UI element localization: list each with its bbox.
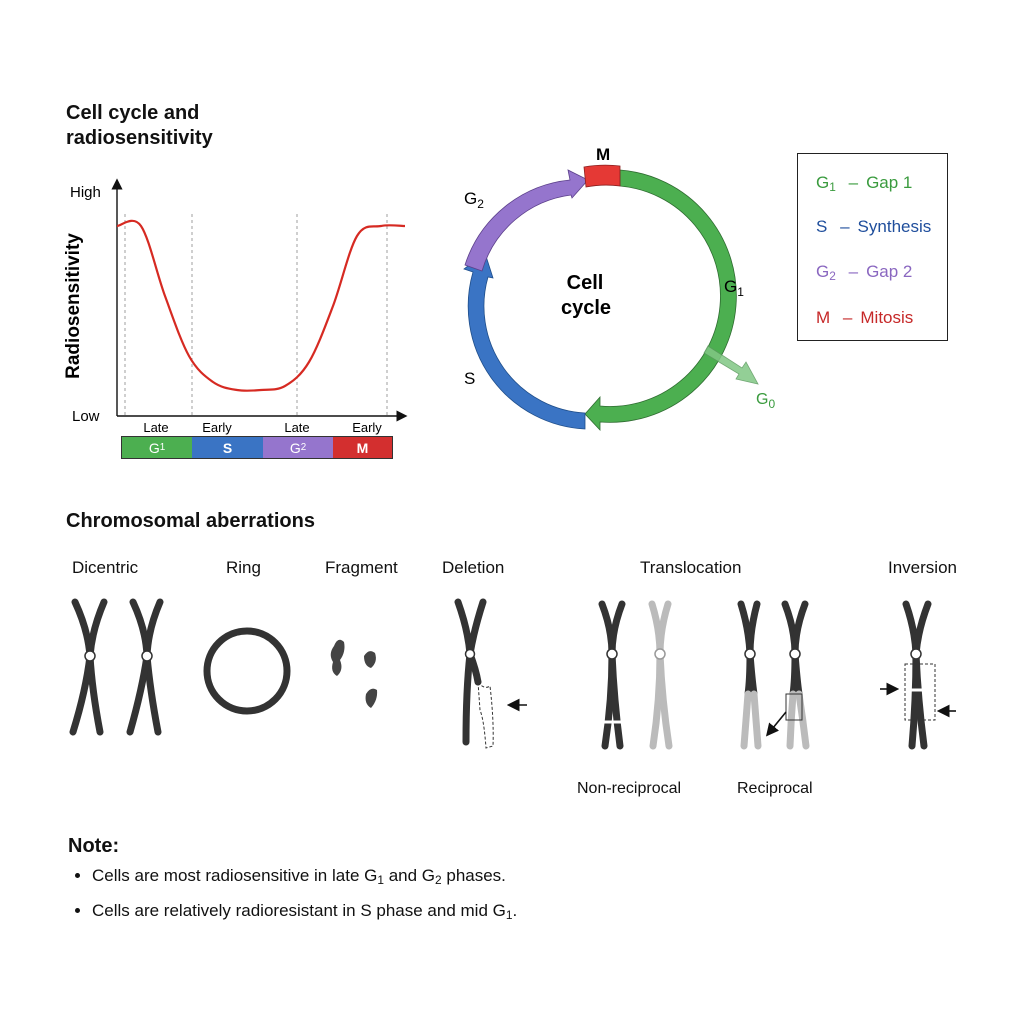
cycle-label-g2: G2 [464,189,484,211]
legend-item-s: S –Synthesis [816,217,931,237]
translocation-reciprocal [737,600,810,750]
radiosensitivity-title: Cell cycle and radiosensitivity [66,102,213,149]
cycle-center-line2: cycle [561,297,611,319]
g0-arrow [703,345,759,385]
aberrations-title: Chromosomal aberrations [66,510,315,532]
legend-subscript: 2 [829,269,836,283]
cycle-label-m: M [596,145,610,164]
legend-text: Gap 2 [866,262,913,281]
legend-symbol: S [816,217,828,236]
note-item: Cells are relatively radioresistant in S… [92,901,517,922]
translocation-exchange-box [785,693,803,721]
translocation-arrow [765,711,787,737]
legend-symbol: G [816,173,830,192]
legend-text: Gap 1 [866,173,913,192]
dicentric-chromosomes [69,598,164,736]
note-list: Cells are most radiosensitive in late G1… [70,866,517,936]
label-inversion: Inversion [888,558,957,577]
deletion-centromere [464,648,476,660]
translocation-centromere [606,648,618,660]
legend-subscript: 1 [829,180,836,194]
x-tick-early-s: Early [202,420,232,435]
y-high-label: High [70,184,101,201]
legend-dash: – [842,308,853,327]
legend-dash: – [848,173,859,192]
legend-dash: – [848,262,859,281]
legend-item-m: M –Mitosis [816,308,913,328]
g2-arc [464,169,589,272]
phase-bar-g2-label: G [289,439,301,456]
aberrations-drawings [69,598,956,750]
legend-symbol: G [816,262,830,281]
note-subscript: 1 [377,873,384,887]
y-axis-label: Radiosensitivity [63,233,84,379]
g1-arc [584,169,737,432]
phase-bar-m-label: M [356,439,369,456]
note-title: Note: [68,835,120,857]
phase-bar-m: M [333,437,392,458]
label-dicentric: Dicentric [72,558,139,577]
label-reciprocal: Reciprocal [737,780,813,797]
x-tick-early-m: Early [352,420,382,435]
translocation-nonreciprocal [596,600,673,750]
m-arc [583,164,621,188]
phase-legend: G1 –Gap 1 S –Synthesis G2 –Gap 2 M –Mito… [797,153,948,341]
label-ring: Ring [226,558,261,577]
cycle-label-g0: G0 [756,391,775,411]
translocation-centromere [744,648,756,660]
label-deletion: Deletion [442,558,505,577]
deleted-segment [477,680,494,749]
cycle-center-line1: Cell [567,272,604,294]
dicentric-centromere [141,650,153,662]
legend-symbol: M [816,308,831,327]
translocation-centromere [654,648,666,660]
note-text: and G [383,866,436,885]
note-text: Cells are most radiosensitive in late G [92,866,378,885]
x-tick-late-g2: Late [284,420,309,435]
label-fragment: Fragment [325,558,398,577]
ring-chromosome [203,627,291,715]
inversion-chromosome [902,600,932,750]
radiosensitivity-chart: High Low Radiosensitivity Late Early Lat… [63,178,408,435]
phase-bar-g1-sub: 1 [159,442,166,453]
inversion-centromere [910,648,922,660]
label-non-reciprocal: Non-reciprocal [577,780,682,797]
phase-bar-g2-sub: 2 [300,442,307,453]
note-text: phases. [441,866,506,885]
phase-bar-s-label: S [222,439,233,456]
cycle-label-s: S [464,369,475,388]
inversion-segment-box [904,663,936,721]
phase-bar-g1-label: G [148,439,160,456]
phase-bar-s: S [192,437,263,458]
note-subscript: 1 [505,908,513,922]
dicentric-centromere [84,650,96,662]
cell-cycle-diagram: Cell cycle M G2 G1 S G0 [463,145,775,432]
note-item: Cells are most radiosensitive in late G1… [92,866,517,887]
y-low-label: Low [72,408,100,425]
translocation-centromere [789,648,801,660]
x-tick-late-g1: Late [143,420,168,435]
legend-item-g2: G2 –Gap 2 [816,262,912,283]
radiosensitivity-curve [116,219,406,392]
legend-dash: – [840,217,850,236]
label-translocation: Translocation [640,558,742,577]
note-text: Cells are relatively radioresistant in S… [92,901,506,920]
legend-item-g1: G1 –Gap 1 [816,173,912,194]
note-text: . [512,901,518,920]
legend-text: Mitosis [860,308,914,327]
deletion-chromosome [454,598,487,746]
legend-text: Synthesis [857,217,932,236]
cycle-label-g1: G1 [724,277,744,299]
note-subscript: 2 [435,873,442,887]
fragment-pieces [330,639,378,708]
